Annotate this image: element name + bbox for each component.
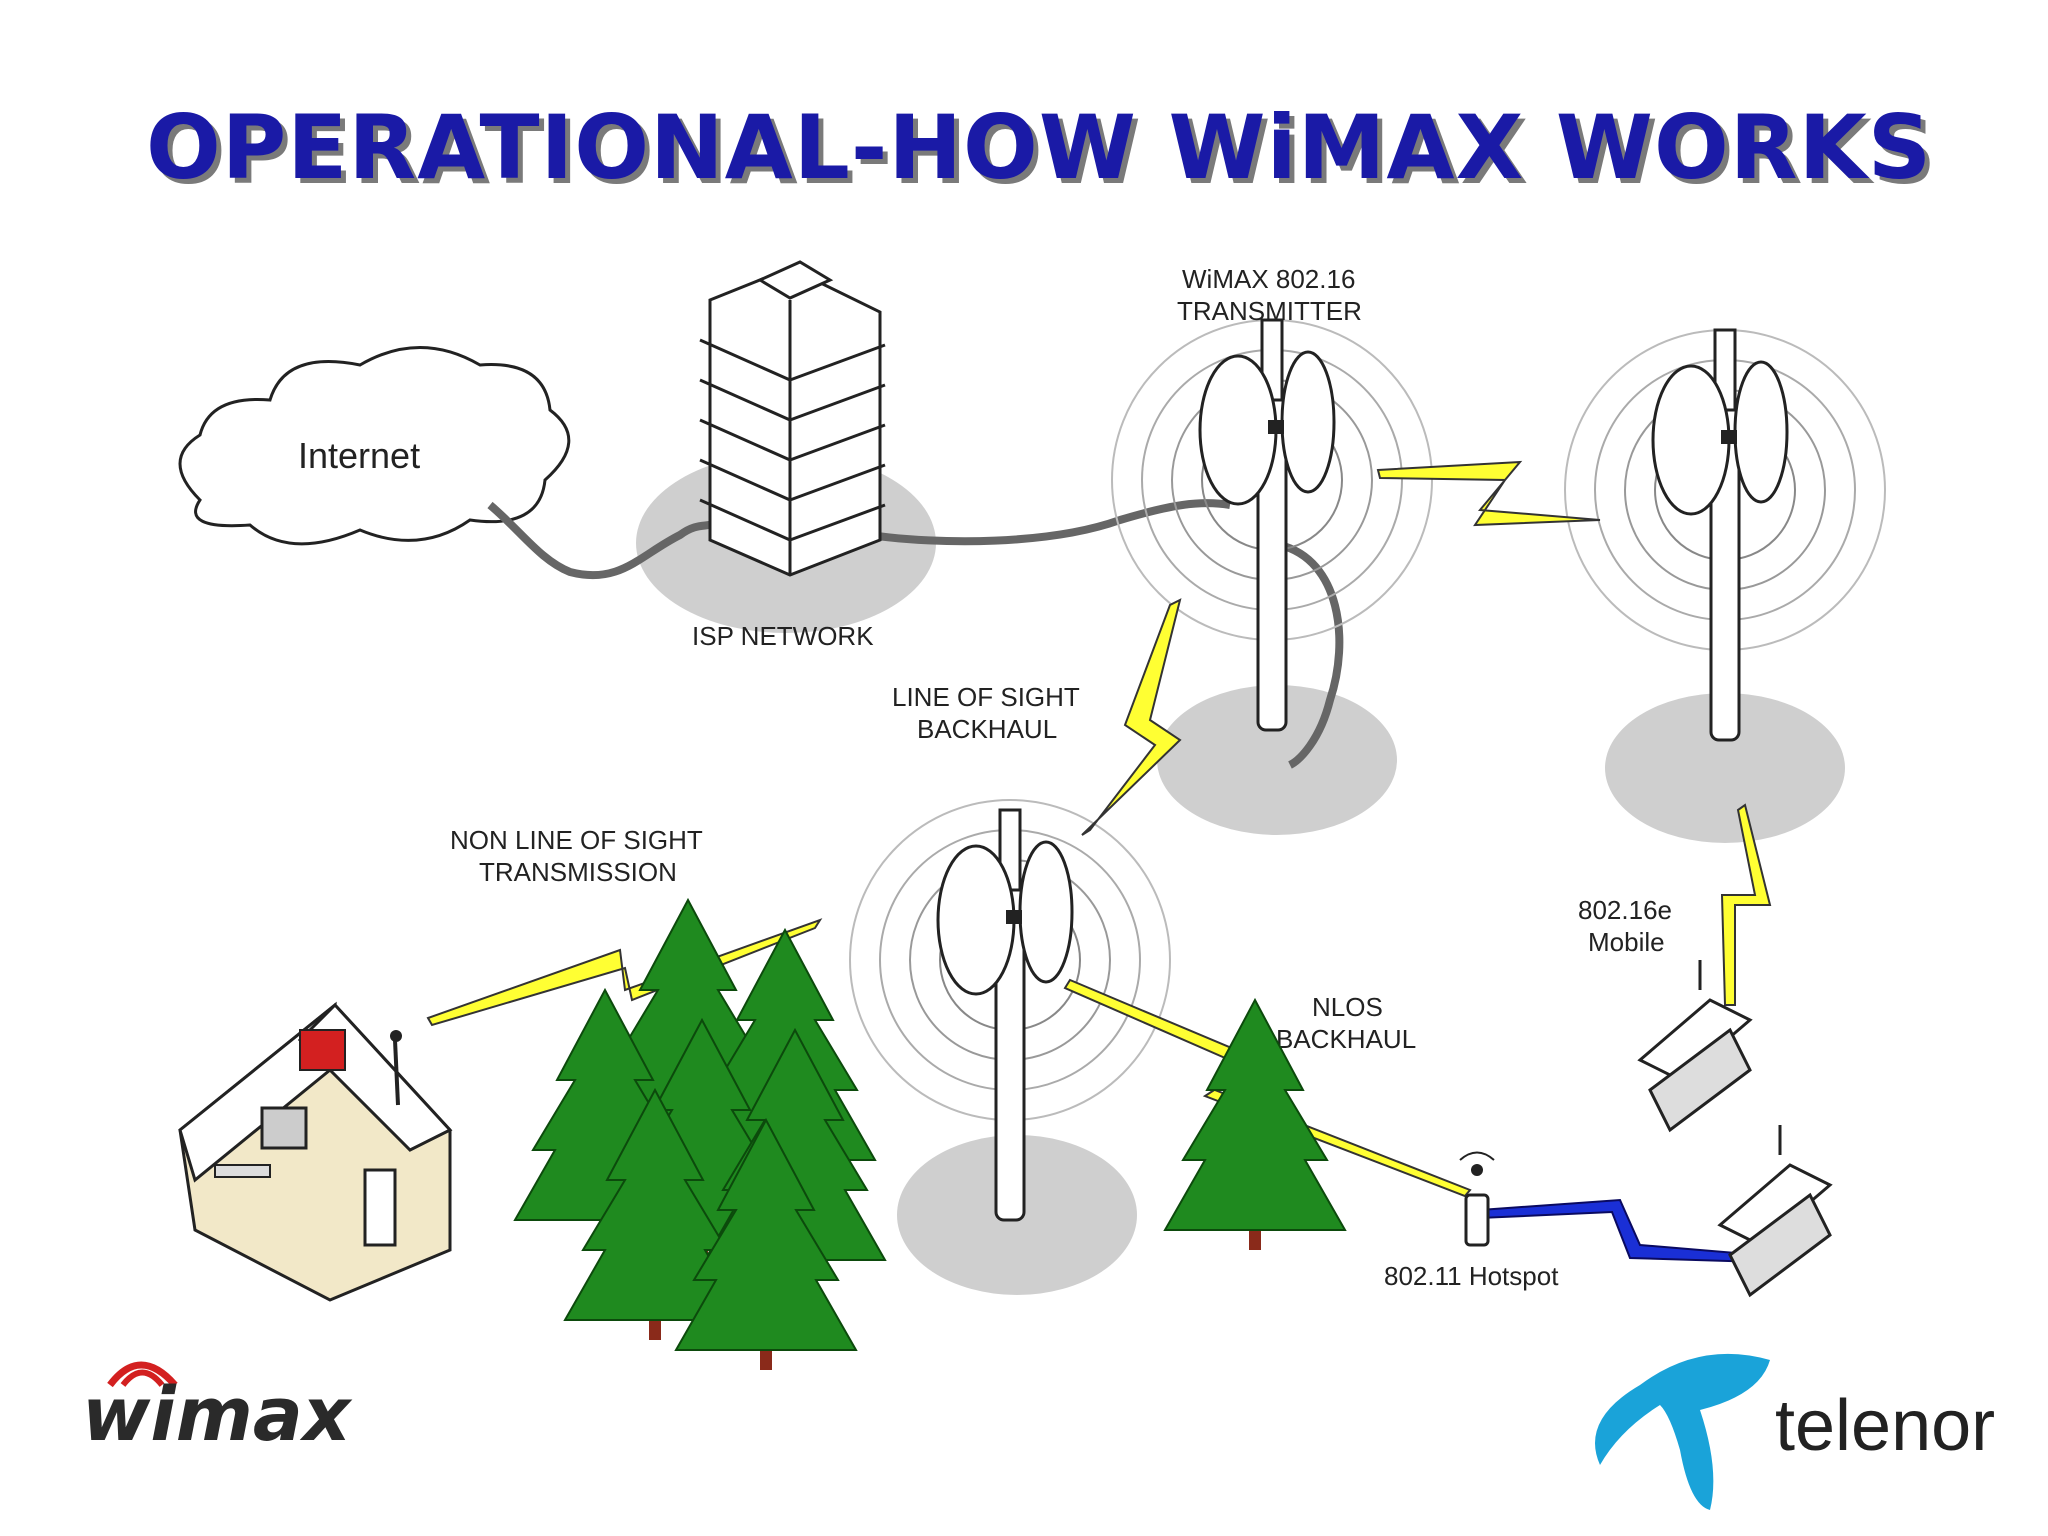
cable-tower-down xyxy=(1278,541,1344,769)
nlos-transmission-label-line1: NON LINE OF SIGHT xyxy=(450,825,703,855)
hotspot-label: 802.11 Hotspot xyxy=(1384,1261,1559,1291)
link-los-backhaul xyxy=(1081,598,1182,836)
internet-cloud xyxy=(178,346,571,546)
wimax-logo-text: wimax xyxy=(82,1372,353,1458)
forest xyxy=(514,899,1346,1371)
telenor-logo: telenor xyxy=(1595,1353,1995,1510)
telenor-mark-icon xyxy=(1595,1353,1770,1510)
cable-internet-isp xyxy=(487,501,722,580)
tower-right xyxy=(1564,328,1886,742)
isp-building xyxy=(699,260,886,577)
wimax-logo: wimax xyxy=(82,1361,353,1458)
transmitter-label-line2: TRANSMITTER xyxy=(1177,296,1362,326)
link-nlos-transmission xyxy=(426,918,823,1027)
los-label-line1: LINE OF SIGHT xyxy=(892,682,1080,712)
house xyxy=(178,1001,453,1302)
internet-label: Internet xyxy=(298,435,420,476)
mobile-label-line1: 802.16e xyxy=(1578,895,1672,925)
slide-title: OPERATIONAL-HOW WiMAX WORKS xyxy=(146,96,1933,199)
laptop-hotspot xyxy=(1718,1123,1832,1297)
telenor-logo-text: telenor xyxy=(1775,1386,1995,1466)
cable-isp-tower xyxy=(869,499,1231,546)
nlos-transmission-label-line2: TRANSMISSION xyxy=(479,857,677,887)
tower-1-shadow xyxy=(1157,685,1397,835)
nlos-backhaul-label-line2: BACKHAUL xyxy=(1276,1024,1416,1054)
mobile-label-line2: Mobile xyxy=(1588,927,1665,957)
link-tower-tower xyxy=(1376,460,1601,527)
tower-2-shadow xyxy=(1605,693,1845,843)
hotspot-device xyxy=(1459,1151,1495,1247)
link-wifi-hotspot xyxy=(1479,1198,1761,1264)
los-label-line2: BACKHAUL xyxy=(917,714,1057,744)
transmitter-label-line1: WiMAX 802.16 xyxy=(1182,264,1355,294)
isp-network-label: ISP NETWORK xyxy=(692,621,874,651)
link-mobile xyxy=(1720,803,1772,1006)
nlos-backhaul-label-line1: NLOS xyxy=(1312,992,1383,1022)
